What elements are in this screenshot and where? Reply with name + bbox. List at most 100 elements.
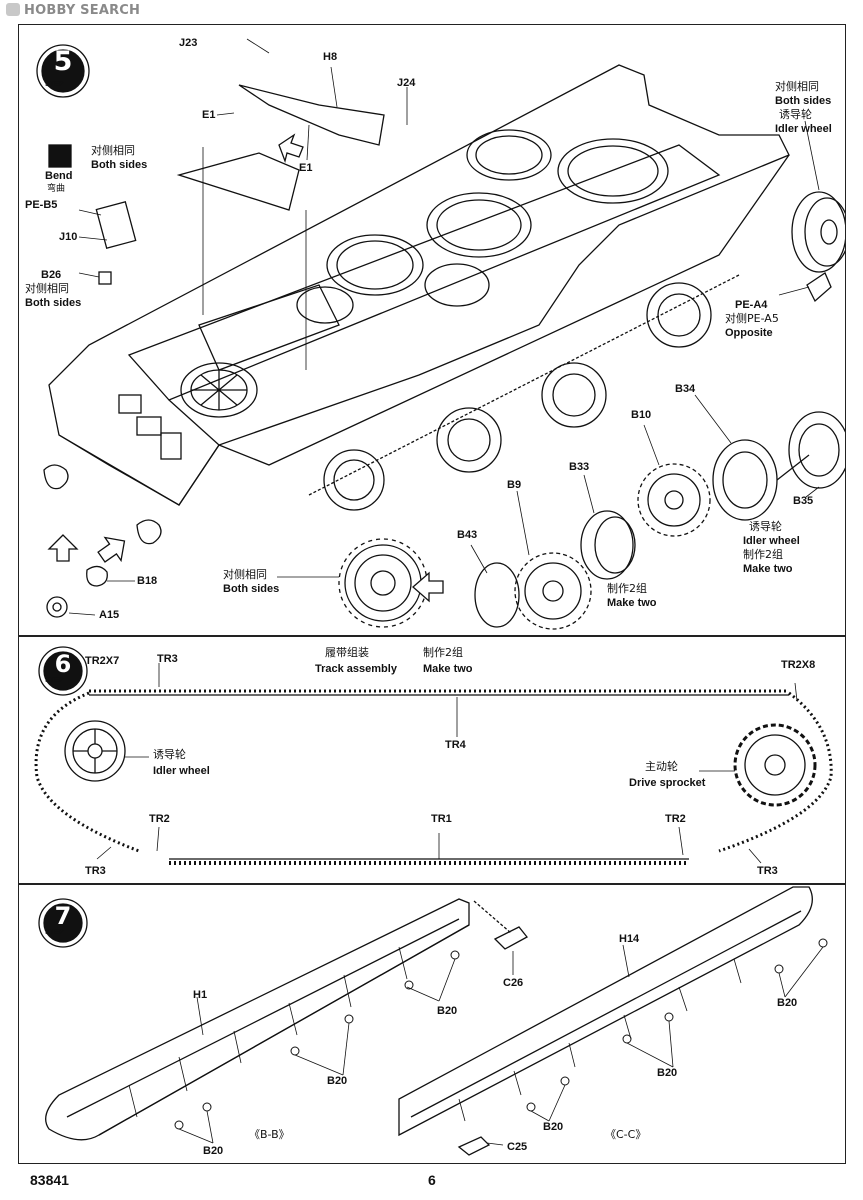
side-plate-h14 (398, 886, 813, 1137)
label-pe-a4: PE-A4 (735, 299, 768, 311)
label-b10: B10 (631, 409, 652, 421)
label-b20-f: B20 (203, 1145, 224, 1157)
step-6-number: 6 (54, 650, 72, 678)
step-5-badge-icon (36, 44, 90, 98)
label-idler-top-en2: Idler wheel (775, 123, 832, 135)
step-6-word: STEP (45, 677, 64, 684)
step-6-badge-icon (38, 646, 88, 696)
bend-label: Bend (45, 170, 73, 182)
small-parts-left (43, 84, 832, 618)
label-h8: H8 (323, 51, 338, 63)
step-7-number: 7 (54, 902, 72, 930)
label-both-sides-en-2: Both sides (25, 297, 82, 309)
drive-sprocket-icon (733, 723, 817, 807)
label-make2-cn: 制作2组 (423, 646, 463, 659)
assembly-arrow-icons (47, 133, 444, 603)
label-idler-top-en1: Both sides (775, 95, 832, 107)
label-b35: B35 (793, 495, 814, 507)
label-sprocket-cn: 对侧相同 (223, 568, 267, 581)
track-left-curve (34, 691, 140, 853)
step-5-drawing (36, 38, 845, 630)
label-idler-cn: 诱导轮 (153, 748, 186, 761)
label-pe-a5: 对侧PE-A5 (725, 312, 779, 325)
label-b43: B43 (457, 529, 478, 541)
label-tr2-right: TR2 (665, 813, 686, 825)
footer-code: 83841 (30, 1172, 69, 1188)
exploded-sprocket-parts (474, 463, 711, 630)
step-7-drawing (38, 886, 828, 1156)
label-make2-en: Make two (423, 663, 473, 675)
idler-wheel-top (791, 191, 845, 273)
step-5-panel: 5 STEP J23 H8 J24 E1 E1 Bend 弯曲 对侧相同 Bot… (18, 24, 846, 636)
label-b9: B9 (507, 479, 522, 491)
label-e1-right: E1 (299, 162, 313, 174)
label-cc-section: 《C-C》 (605, 1128, 647, 1141)
label-b20-e: B20 (543, 1121, 564, 1133)
label-h14: H14 (619, 933, 640, 945)
label-make2-b-en: Make two (607, 597, 657, 609)
label-b33: B33 (569, 461, 590, 473)
step-6-panel: 6 STEP TR2X7 TR3 履带组装 Track assembly 制作2… (18, 636, 846, 884)
step-5-number: 5 (53, 46, 73, 77)
step-7-word: STEP (45, 929, 64, 936)
label-b20-b: B20 (777, 997, 798, 1009)
label-tr1: TR1 (431, 813, 452, 825)
sprocket-wheel (338, 538, 428, 628)
step-6-drawing (34, 646, 833, 865)
label-make2-en: Make two (743, 563, 793, 575)
label-h1: H1 (193, 989, 208, 1001)
label-tr3-top: TR3 (157, 653, 178, 665)
hobbysearch-logo-icon (6, 3, 20, 16)
label-pe-b5: PE-B5 (25, 199, 58, 211)
label-j23: J23 (179, 37, 198, 49)
label-b18: B18 (137, 575, 158, 587)
step-7-badge-icon (38, 898, 88, 948)
label-idler-en: Idler wheel (743, 535, 800, 547)
label-both-sides-en-1: Both sides (91, 159, 148, 171)
exploded-idler-parts (712, 411, 845, 521)
side-plate-h1 (45, 898, 470, 1141)
label-b34: B34 (675, 383, 696, 395)
label-idler-cn: 诱导轮 (749, 520, 782, 533)
label-make2-cn: 制作2组 (743, 548, 783, 561)
label-make2-b-cn: 制作2组 (607, 582, 647, 595)
idler-wheel-icon (64, 720, 126, 782)
label-j10: J10 (59, 231, 78, 243)
label-tr3-left: TR3 (85, 865, 106, 877)
label-drive-cn: 主动轮 (645, 760, 678, 773)
label-track-cn: 履带组装 (325, 646, 369, 659)
c26-part (473, 900, 528, 950)
watermark: HOBBY SEARCH (6, 3, 140, 18)
label-a15: A15 (99, 609, 120, 621)
track-right-curve (718, 691, 833, 853)
step-5-word: STEP (45, 81, 64, 88)
label-idler-en: Idler wheel (153, 765, 210, 777)
bend-icon (48, 144, 72, 168)
label-tr3-right: TR3 (757, 865, 778, 877)
label-tr2-left: TR2 (149, 813, 170, 825)
label-bb-section: 《B-B》 (249, 1128, 290, 1141)
label-e1-left: E1 (202, 109, 216, 121)
label-tr2x8: TR2X8 (781, 659, 816, 671)
label-b26: B26 (41, 269, 62, 281)
label-both-sides-cn-2: 对侧相同 (25, 282, 69, 295)
label-c26: C26 (503, 977, 524, 989)
label-drive-en: Drive sprocket (629, 777, 706, 789)
bend-label-cn: 弯曲 (47, 184, 66, 194)
label-both-sides-cn-1: 对侧相同 (91, 144, 135, 157)
label-b20-a: B20 (437, 1005, 458, 1017)
label-idler-top-cn1: 对侧相同 (775, 80, 819, 93)
step-7-panel: 7 STEP C26 H14 H1 B20 B20 B20 B20 B20 B2… (18, 884, 846, 1164)
label-j24: J24 (397, 77, 416, 89)
label-b20-d: B20 (657, 1067, 678, 1079)
page-number: 6 (428, 1172, 436, 1188)
c25-part (457, 1136, 491, 1156)
label-sprocket-en: Both sides (223, 583, 280, 595)
label-track-en: Track assembly (315, 663, 397, 675)
label-idler-top-cn2: 诱导轮 (779, 108, 812, 121)
label-c25: C25 (507, 1141, 528, 1153)
label-tr2x7: TR2X7 (85, 655, 120, 667)
label-tr4: TR4 (445, 739, 466, 751)
tank-hull (48, 64, 790, 511)
label-b20-c: B20 (327, 1075, 348, 1087)
